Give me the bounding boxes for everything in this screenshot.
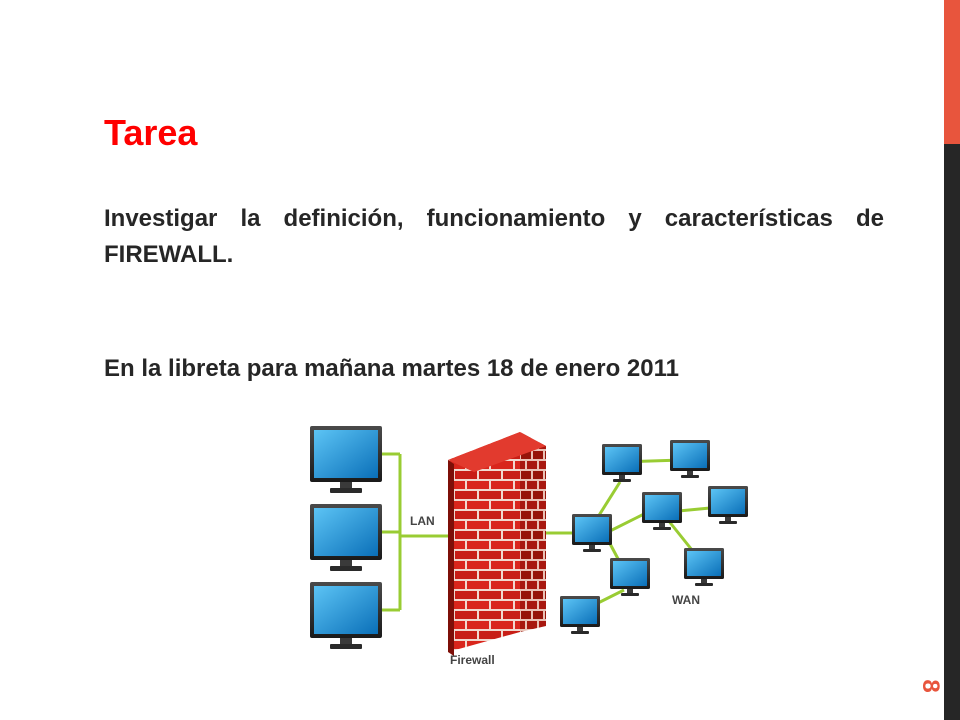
computer-monitor-icon (310, 426, 382, 493)
computer-monitor-icon (610, 558, 650, 596)
sidebar-dark-bar (944, 144, 960, 720)
wan-computer-2 (670, 440, 710, 478)
computer-monitor-icon (560, 596, 600, 634)
slide-body-text: Investigar la definición, funcionamiento… (104, 205, 884, 268)
slide-note: En la libreta para mañana martes 18 de e… (104, 355, 679, 382)
wan-computer-6 (684, 548, 724, 586)
page-number: 8 (917, 679, 944, 693)
computer-monitor-icon (572, 514, 612, 552)
wan-computer-8 (560, 596, 600, 634)
lan-computer-3 (310, 582, 382, 649)
computer-monitor-icon (602, 444, 642, 482)
wan-computer-7 (610, 558, 650, 596)
computer-monitor-icon (310, 504, 382, 571)
lan-computer-1 (310, 426, 382, 493)
wan-computer-1 (602, 444, 642, 482)
wan-computer-3 (642, 492, 682, 530)
wan-computer-5 (572, 514, 612, 552)
computer-monitor-icon (708, 486, 748, 524)
computer-monitor-icon (310, 582, 382, 649)
brick-firewall-icon (448, 432, 546, 656)
computer-monitor-icon (642, 492, 682, 530)
sidebar-accent-bar (944, 0, 960, 144)
firewall-network-diagram: LAN Firewall WAN (310, 426, 748, 667)
computer-monitor-icon (670, 440, 710, 478)
computer-monitor-icon (684, 548, 724, 586)
lan-computer-2 (310, 504, 382, 571)
slide-title: Tarea (104, 112, 198, 153)
wan-computer-4 (708, 486, 748, 524)
wan-label: WAN (672, 593, 700, 607)
firewall-label: Firewall (450, 653, 495, 667)
lan-label: LAN (410, 514, 435, 528)
